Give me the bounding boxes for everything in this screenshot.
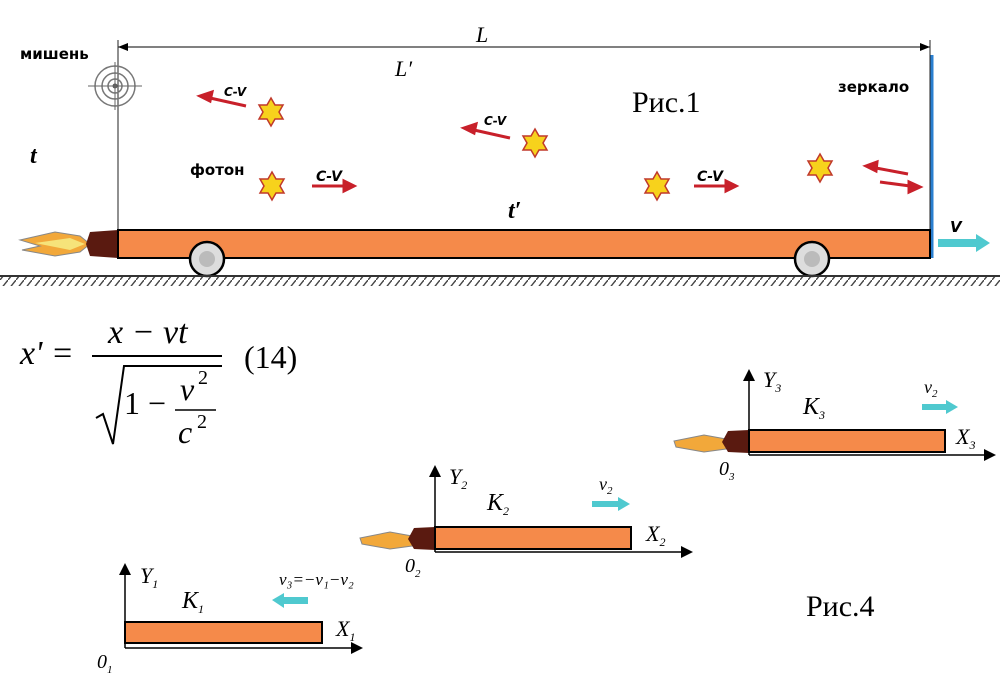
- formula-radical-sign: [95, 365, 222, 445]
- label-L: L: [475, 22, 488, 47]
- k3-rocket-flame-icon: [673, 430, 749, 453]
- photon-arrow-left-2: [460, 121, 511, 140]
- k3-O: 03: [719, 458, 735, 483]
- photon-star-1: [257, 96, 285, 128]
- formula-number: (14): [244, 339, 297, 375]
- k3-K: K3: [802, 394, 825, 422]
- label-target: мишень: [20, 45, 89, 63]
- formula-lhs: x' =: [19, 335, 74, 372]
- k2-rocket-flame-icon: [359, 527, 435, 550]
- k1-velocity-label: v₃=−v₁−v₂: [279, 570, 354, 589]
- figure-4: Рис.4 Y1 K1 X1 01 v₃=−v₁−v₂ Y2 K2: [97, 367, 996, 676]
- photon-arrow-right-2: [694, 178, 740, 194]
- label-photon: фотон: [190, 161, 245, 179]
- wheel-left-icon: [188, 240, 226, 278]
- photon-star-3: [521, 127, 549, 159]
- velocity-arrow-fig1: [938, 234, 990, 252]
- formula-c-exp: 2: [197, 411, 207, 433]
- k3-velocity-label: v2: [924, 377, 938, 400]
- photon-arrow-reflect-out: [862, 159, 909, 176]
- platform-k3: [748, 429, 946, 453]
- k1-K: K1: [181, 588, 204, 616]
- wheel-right-icon: [793, 240, 831, 278]
- label-cv-2: C-V: [484, 114, 508, 128]
- target-icon: [88, 62, 142, 110]
- k1-O: 01: [97, 651, 113, 676]
- k2-velocity-label: v2: [599, 474, 613, 497]
- formula-14: x' = x − vt 1 − v 2 c 2 (14): [19, 314, 297, 450]
- label-cv-1: C-V: [224, 85, 248, 99]
- formula-numerator: x − vt: [107, 314, 189, 351]
- k1-Y: Y1: [140, 563, 158, 591]
- rocket-flame-icon: [18, 230, 118, 258]
- k1-velocity-arrow: [272, 593, 308, 608]
- photon-arrow-reflect-in: [879, 179, 924, 195]
- photon-star-5: [806, 152, 834, 184]
- length-L-arrow-left: [118, 43, 128, 51]
- formula-v-exp: 2: [198, 367, 208, 389]
- frame-k1: Y1 K1 X1 01 v₃=−v₁−v₂: [97, 563, 363, 676]
- k3-Y: Y3: [763, 367, 781, 395]
- label-L-prime: L′: [394, 56, 413, 81]
- label-mirror: зеркало: [838, 78, 909, 96]
- caption-fig1: Рис.1: [632, 86, 701, 119]
- label-cv-4: C-V: [697, 169, 724, 185]
- k2-velocity-arrow: [592, 497, 630, 511]
- caption-fig4: Рис.4: [806, 590, 875, 623]
- formula-radical-one: 1 −: [124, 385, 166, 421]
- platform-k1: [124, 621, 323, 644]
- photon-arrow-left-1: [196, 89, 247, 108]
- ground-hatch: [0, 277, 1000, 286]
- frame-k2: Y2 K2 X2 02 v2: [359, 464, 693, 580]
- photon-star-2: [258, 170, 286, 202]
- k2-K: K2: [486, 490, 509, 518]
- photon-arrow-right-1: [312, 178, 358, 194]
- formula-c: c: [178, 414, 192, 450]
- photon-star-4: [643, 170, 671, 202]
- k3-velocity-arrow: [922, 400, 958, 414]
- label-t-prime: t′: [508, 198, 521, 224]
- label-velocity-V: V: [950, 218, 963, 236]
- k3-X: X3: [955, 424, 975, 452]
- label-t: t: [30, 143, 38, 169]
- figure-1: L L′ зеркало мишень t t′ Рис.1 фотон C-V…: [0, 22, 1000, 286]
- k2-O: 02: [405, 555, 421, 580]
- k2-X: X2: [645, 521, 665, 549]
- platform-k2: [434, 526, 632, 550]
- length-L-arrow-right: [920, 43, 930, 51]
- k1-X: X1: [335, 616, 355, 644]
- label-cv-3: C-V: [316, 169, 343, 185]
- formula-v: v: [180, 371, 195, 407]
- k2-Y: Y2: [449, 464, 467, 492]
- frame-k3: Y3 K3 X3 03 v2: [673, 367, 996, 483]
